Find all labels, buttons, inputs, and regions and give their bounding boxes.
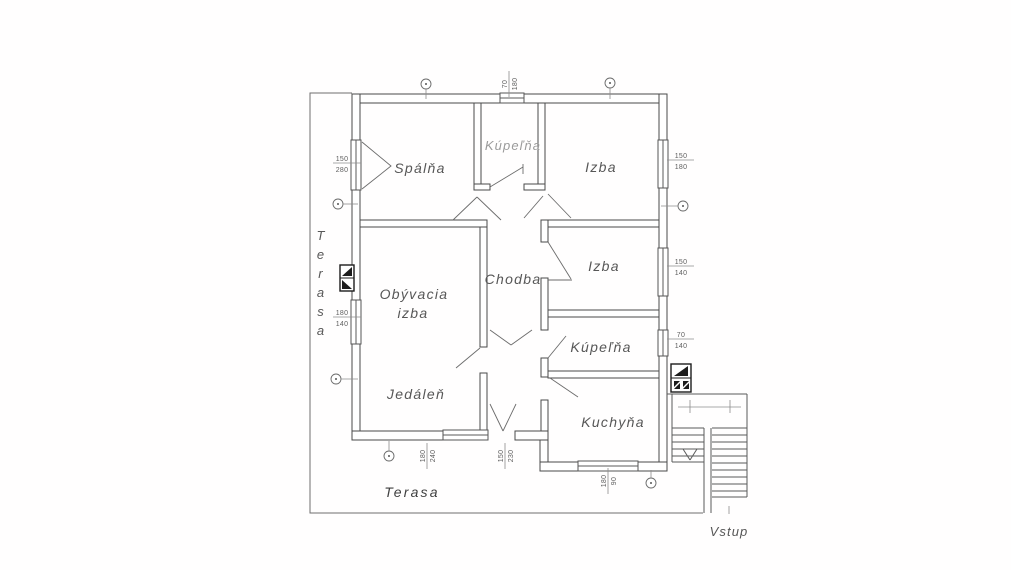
dim-izba-mid-window: 150 140 xyxy=(667,259,694,277)
dim-text: 140 xyxy=(336,321,349,328)
room-label-izba-mid: Izba xyxy=(588,258,620,274)
room-label-jedalen: Jedáleň xyxy=(386,386,445,402)
dim-text: 150 xyxy=(498,450,505,463)
room-label-izba-top: Izba xyxy=(585,159,617,175)
dim-text: 230 xyxy=(508,450,515,463)
chimney-symbol-left xyxy=(339,264,355,292)
axis-marker xyxy=(330,373,358,385)
dimension-annotations: 150 280 180 140 70 180 150 180 150 140 7… xyxy=(333,71,694,494)
dim-text: 70 xyxy=(677,332,685,339)
dim-text: 70 xyxy=(502,80,509,88)
room-label-chodba: Chodba xyxy=(485,271,542,287)
chimney-symbol-right xyxy=(670,363,692,393)
dim-text: 180 xyxy=(336,310,349,317)
room-label-obyvacia-line1: Obývacia xyxy=(380,286,449,302)
dim-chodba-terrace-door: 150 230 xyxy=(498,443,515,469)
dim-text: 150 xyxy=(675,153,688,160)
dim-kuchyna-window: 180 90 xyxy=(601,468,618,494)
axis-markers xyxy=(330,77,689,489)
room-label-kupelna-top: Kúpeľňa xyxy=(485,138,541,153)
room-label-obyvacia-line2: izba xyxy=(398,305,429,321)
window-izba-top xyxy=(657,139,669,189)
window-izba-mid xyxy=(657,247,669,297)
window-spalna xyxy=(350,139,392,191)
dim-text: 280 xyxy=(336,167,349,174)
axis-marker xyxy=(645,470,657,489)
dim-text: 240 xyxy=(430,450,437,463)
axis-marker xyxy=(332,198,358,210)
room-label-kuchyna: Kuchyňa xyxy=(581,414,645,430)
dim-kupelna-mid-window: 70 140 xyxy=(667,332,694,350)
dim-text: 180 xyxy=(512,78,519,91)
axis-marker xyxy=(604,77,616,99)
dim-obyvacia-window: 180 140 xyxy=(333,310,361,328)
stairs-direction-arrow xyxy=(682,448,698,461)
dim-spalna-window: 150 280 xyxy=(333,156,361,174)
windows xyxy=(350,92,669,472)
door-swings xyxy=(452,164,579,432)
axis-marker xyxy=(420,78,432,99)
room-label-spalna: Spálňa xyxy=(394,160,445,176)
axis-marker xyxy=(661,200,689,212)
dim-kupelna-top-window: 70 180 xyxy=(502,71,519,97)
dim-text: 150 xyxy=(336,156,349,163)
staircase xyxy=(667,393,748,514)
dim-jedalen-window: 180 240 xyxy=(420,443,437,469)
dim-text: 180 xyxy=(601,475,608,488)
window-obyvacia xyxy=(350,299,362,345)
dim-text: 140 xyxy=(675,270,688,277)
dim-izba-top-window: 150 180 xyxy=(667,153,694,171)
window-jedalen xyxy=(442,429,489,441)
window-kupelna-top xyxy=(499,92,525,104)
room-label-kupelna-mid: Kúpeľňa xyxy=(570,339,631,355)
dim-text: 180 xyxy=(675,164,688,171)
dim-text: 150 xyxy=(675,259,688,266)
axis-marker xyxy=(383,441,395,462)
dim-text: 140 xyxy=(675,343,688,350)
window-kupelna-mid xyxy=(657,329,669,357)
dim-text: 180 xyxy=(420,450,427,463)
terrace-label-bottom: Terasa xyxy=(384,484,440,500)
dim-text: 90 xyxy=(611,477,618,485)
room-labels: Spálňa Kúpeľňa Izba Chodba Izba Obývacia… xyxy=(380,138,645,430)
terrace-outline xyxy=(309,92,703,514)
entrance-label: Vstup xyxy=(710,524,749,539)
